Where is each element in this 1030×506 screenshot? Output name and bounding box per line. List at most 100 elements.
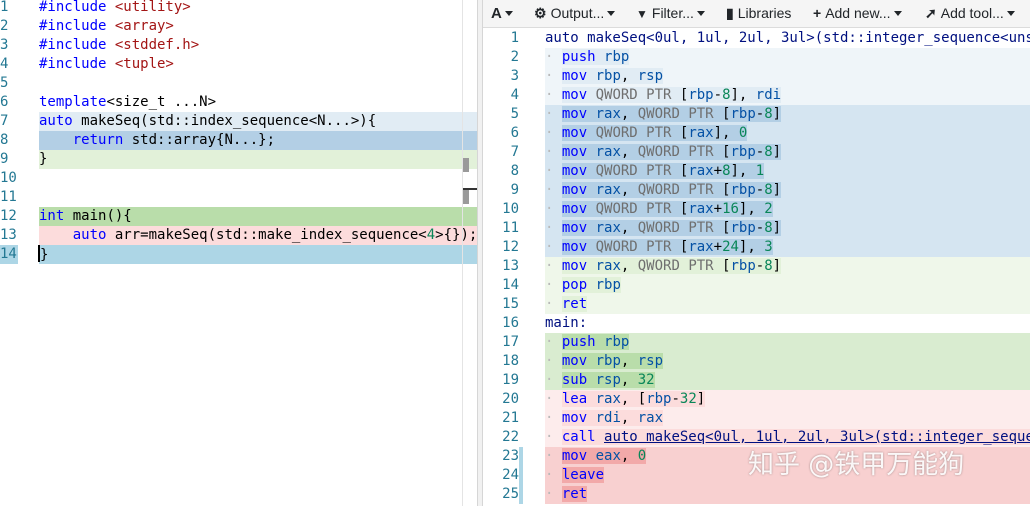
source-scrollbar[interactable] xyxy=(462,0,477,506)
asm-line[interactable]: 4 · mov QWORD PTR [rbp-8], rdi xyxy=(483,86,1030,105)
asm-line[interactable]: 19· sub rsp, 32 xyxy=(483,371,1030,390)
source-line[interactable]: 1#include <utility> xyxy=(0,0,477,17)
line-number: 15 xyxy=(502,296,519,312)
source-line[interactable]: 5 xyxy=(0,74,477,93)
gear-icon: ⚙ xyxy=(534,5,547,21)
asm-code-text: · push rbp xyxy=(545,334,630,350)
source-line[interactable]: 11 xyxy=(0,188,477,207)
line-number: 5 xyxy=(510,106,519,122)
line-number: 24 xyxy=(502,467,519,483)
asm-line[interactable]: 20· lea rax, [rbp-32] xyxy=(483,390,1030,409)
asm-code-text: · mov QWORD PTR [rax], 0 xyxy=(545,125,748,141)
font-size-button[interactable]: A xyxy=(491,0,513,28)
line-number: 25 xyxy=(502,486,519,502)
compiler-output-pane: A ⚙Output... ▼Filter... ▮Libraries +Add … xyxy=(483,0,1030,506)
asm-line[interactable]: 11· mov rax, QWORD PTR [rbp-8] xyxy=(483,219,1030,238)
line-number: 21 xyxy=(502,410,519,426)
line-number: 14 xyxy=(502,277,519,293)
asm-line[interactable]: 12· mov QWORD PTR [rax+24], 3 xyxy=(483,238,1030,257)
line-highlight xyxy=(545,352,1030,371)
source-line[interactable]: 10 xyxy=(0,169,477,188)
source-code-text: return std::array{N...}; xyxy=(72,132,276,148)
line-number: 4 xyxy=(510,87,519,103)
scroll-marker xyxy=(463,188,477,190)
asm-line[interactable]: 5 · mov rax, QWORD PTR [rbp-8] xyxy=(483,105,1030,124)
line-number: 20 xyxy=(502,391,519,407)
line-number: 2 xyxy=(0,18,9,34)
asm-code-text: · ret xyxy=(545,486,588,502)
asm-line[interactable]: 8· mov QWORD PTR [rax+8], 1 xyxy=(483,162,1030,181)
line-highlight xyxy=(545,409,1030,428)
asm-line[interactable]: 13· mov rax, QWORD PTR [rbp-8] xyxy=(483,257,1030,276)
chevron-down-icon xyxy=(504,11,513,16)
line-number: 12 xyxy=(502,239,519,255)
asm-code-text: · pop rbp xyxy=(545,277,621,293)
asm-code-text: · mov rax, QWORD PTR [rbp-8] xyxy=(545,220,782,236)
source-code-text: #include <stddef.h> xyxy=(39,37,200,53)
add-tool-label: Add tool... xyxy=(940,5,1004,21)
source-line[interactable]: 12 int main(){ xyxy=(0,207,477,226)
source-line[interactable]: 2#include <array> xyxy=(0,17,477,36)
asm-code-text: · mov rax, QWORD PTR [rbp-8] xyxy=(545,106,782,122)
output-label: Output... xyxy=(550,5,605,21)
line-number: 7 xyxy=(510,144,519,160)
source-line[interactable]: 13 auto arr=makeSeq(std::make_index_sequ… xyxy=(0,226,477,245)
asm-line[interactable]: 24· leave xyxy=(483,466,1030,485)
scroll-marker xyxy=(463,158,469,172)
source-code-text: int main(){ xyxy=(39,208,132,224)
source-line[interactable]: 4#include <tuple> xyxy=(0,55,477,74)
source-line[interactable]: 14} xyxy=(0,245,477,264)
source-line[interactable]: 9} xyxy=(0,150,477,169)
line-highlight xyxy=(39,226,477,245)
line-highlight xyxy=(545,466,1030,485)
source-code-text: auto makeSeq(std::index_sequence<N...>){ xyxy=(39,113,377,129)
asm-line[interactable]: 18· mov rbp, rsp xyxy=(483,352,1030,371)
line-number: 23 xyxy=(502,448,519,464)
asm-line[interactable]: 25 · ret xyxy=(483,485,1030,504)
asm-line[interactable]: 22· call auto makeSeq<0ul, 1ul, 2ul, 3ul… xyxy=(483,428,1030,447)
filter-menu-button[interactable]: ▼Filter... xyxy=(636,0,705,28)
asm-line[interactable]: 9· mov rax, QWORD PTR [rbp-8] xyxy=(483,181,1030,200)
asm-line[interactable]: 6· mov QWORD PTR [rax], 0 xyxy=(483,124,1030,143)
libraries-button[interactable]: ▮Libraries xyxy=(726,0,791,28)
source-code-text: #include <utility> xyxy=(39,0,191,15)
line-number: 2 xyxy=(510,49,519,65)
asm-line[interactable]: 23· mov eax, 0 xyxy=(483,447,1030,466)
asm-line[interactable]: 2· push rbp xyxy=(483,48,1030,67)
line-highlight xyxy=(39,150,477,169)
asm-line[interactable]: 10· mov QWORD PTR [rax+16], 2 xyxy=(483,200,1030,219)
plus-icon: + xyxy=(813,5,822,21)
source-editor[interactable]: 1#include <utility>2#include <array>3 #in… xyxy=(0,0,477,506)
source-code-text: } xyxy=(39,151,48,167)
filter-icon: ▼ xyxy=(636,7,648,21)
gutter-marker xyxy=(519,466,523,485)
asm-line[interactable]: 3· mov rbp, rsp xyxy=(483,67,1030,86)
asm-code-text: · ret xyxy=(545,296,588,312)
book-icon: ▮ xyxy=(726,5,734,21)
asm-line[interactable]: 14 · pop rbp xyxy=(483,276,1030,295)
source-line[interactable]: 3 #include <stddef.h> xyxy=(0,36,477,55)
line-number: 8 xyxy=(0,132,9,148)
pane-splitter[interactable] xyxy=(477,0,483,506)
line-number: 3 xyxy=(0,37,9,53)
line-number: 17 xyxy=(502,334,519,350)
source-line[interactable]: 8 return std::array{N...}; xyxy=(0,131,477,150)
add-new-button[interactable]: +Add new... xyxy=(813,0,902,28)
asm-code-text: · mov QWORD PTR [rbp-8], rdi xyxy=(545,87,782,103)
line-highlight xyxy=(545,295,1030,314)
line-number: 19 xyxy=(502,372,519,388)
line-number: 12 xyxy=(0,208,17,224)
line-highlight xyxy=(545,371,1030,390)
line-number: 10 xyxy=(502,201,519,217)
add-tool-button[interactable]: ➚Add tool... xyxy=(925,0,1015,28)
asm-line[interactable]: 15 · ret xyxy=(483,295,1030,314)
asm-line[interactable]: 7· mov rax, QWORD PTR [rbp-8] xyxy=(483,143,1030,162)
asm-line[interactable]: 17 · push rbp xyxy=(483,333,1030,352)
asm-line[interactable]: 21· mov rdi, rax xyxy=(483,409,1030,428)
chevron-down-icon xyxy=(607,11,616,16)
output-menu-button[interactable]: ⚙Output... xyxy=(534,0,616,28)
